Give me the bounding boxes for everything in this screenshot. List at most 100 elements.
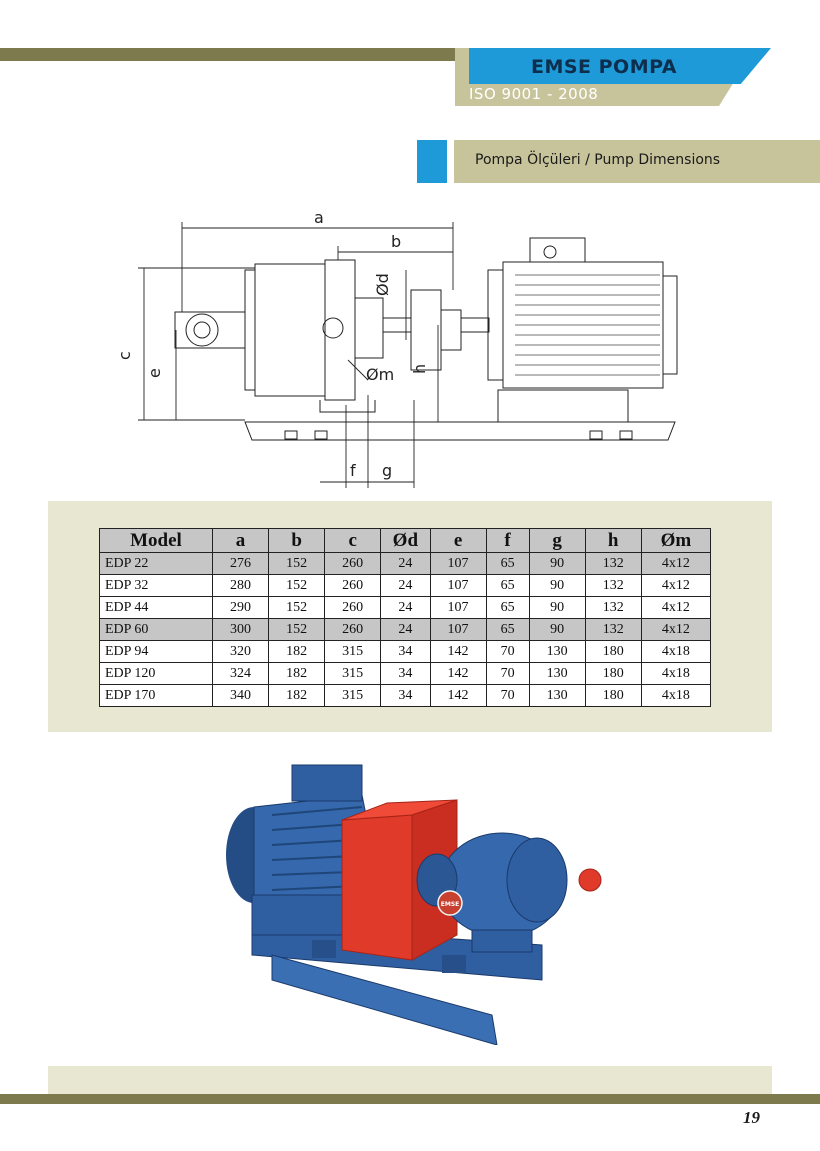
photo-logo-badge — [437, 890, 463, 916]
cell-b: 182 — [268, 684, 326, 707]
cell-m: 4x18 — [640, 662, 712, 685]
cell-d: 34 — [380, 662, 431, 685]
header-c: c — [324, 528, 382, 553]
cell-e: 142 — [429, 640, 487, 663]
header-h: h — [584, 528, 642, 553]
header-g: g — [528, 528, 586, 553]
table-row: EDP 60 300 152 260 24 107 65 90 132 4x12 — [99, 618, 712, 641]
cell-c: 315 — [324, 662, 382, 685]
cell-c: 315 — [324, 640, 382, 663]
photo-terminal-box — [291, 764, 363, 802]
cell-e: 107 — [429, 574, 487, 597]
header-model: Model — [99, 528, 213, 553]
iso-label: ISO 9001 - 2008 — [469, 85, 599, 103]
header-d: Ød — [380, 528, 431, 553]
cell-h: 132 — [584, 596, 642, 619]
photo-logo-text: EMSE — [441, 901, 460, 908]
motor-stand — [497, 389, 629, 423]
cell-b: 152 — [268, 618, 326, 641]
table-row: EDP 120 324 182 315 34 142 70 130 180 4x… — [99, 662, 712, 685]
cell-c: 260 — [324, 552, 382, 575]
dim-g-label: g — [382, 461, 392, 480]
cell-f: 65 — [485, 596, 530, 619]
photo-red-cap — [578, 868, 602, 892]
coupling-shaft — [460, 317, 490, 333]
dim-m-label: Øm — [366, 365, 394, 384]
cell-model: EDP 94 — [99, 640, 213, 663]
cell-b: 182 — [268, 640, 326, 663]
motor-eyebolt — [543, 245, 557, 259]
relief-eye-inner — [193, 321, 211, 339]
cell-f: 70 — [485, 640, 530, 663]
motor-end-flange — [487, 269, 504, 381]
cell-g: 90 — [528, 552, 586, 575]
table-row: EDP 44 290 152 260 24 107 65 90 132 4x12 — [99, 596, 712, 619]
dim-d-label: Ød — [373, 273, 392, 296]
cell-model: EDP 32 — [99, 574, 213, 597]
dim-h-label: h — [410, 364, 429, 374]
header-b: b — [268, 528, 326, 553]
photo-pump-cover — [506, 837, 568, 923]
cell-g: 90 — [528, 574, 586, 597]
cell-f: 65 — [485, 618, 530, 641]
coupling-left — [410, 289, 442, 371]
cell-g: 130 — [528, 662, 586, 685]
cell-m: 4x18 — [640, 640, 712, 663]
base-foot — [314, 430, 328, 440]
dim-m-leader — [347, 359, 369, 381]
cell-d: 24 — [380, 552, 431, 575]
cell-model: EDP 60 — [99, 618, 213, 641]
cell-c: 315 — [324, 684, 382, 707]
cell-g: 90 — [528, 596, 586, 619]
header-m: Øm — [640, 528, 712, 553]
photo-pump-foot — [471, 929, 533, 953]
motor-fan-cover — [662, 275, 678, 375]
cell-model: EDP 22 — [99, 552, 213, 575]
table-header-row: Model a b c Ød e f g h Øm — [99, 528, 712, 553]
cell-e: 107 — [429, 618, 487, 641]
cell-c: 260 — [324, 574, 382, 597]
cell-a: 280 — [211, 574, 270, 597]
base-foot — [284, 430, 298, 440]
pump-port — [322, 317, 344, 339]
cell-h: 180 — [584, 640, 642, 663]
header-a: a — [211, 528, 270, 553]
cell-c: 260 — [324, 618, 382, 641]
cell-m: 4x12 — [640, 596, 712, 619]
cell-g: 130 — [528, 684, 586, 707]
table-row: EDP 22 276 152 260 24 107 65 90 132 4x12 — [99, 552, 712, 575]
dim-f-label: f — [350, 461, 356, 480]
cell-e: 107 — [429, 552, 487, 575]
cell-a: 276 — [211, 552, 270, 575]
cell-d: 24 — [380, 574, 431, 597]
cell-e: 142 — [429, 684, 487, 707]
cell-a: 320 — [211, 640, 270, 663]
cell-model: EDP 120 — [99, 662, 213, 685]
header-e: e — [429, 528, 487, 553]
cell-b: 152 — [268, 596, 326, 619]
base-plate — [244, 421, 676, 441]
photo-base-leg — [312, 940, 336, 958]
dim-c-label: c — [120, 351, 134, 360]
cell-b: 152 — [268, 574, 326, 597]
cell-h: 132 — [584, 552, 642, 575]
cell-b: 152 — [268, 552, 326, 575]
base-foot — [589, 430, 603, 440]
motor-terminal-box — [529, 237, 586, 263]
cell-c: 260 — [324, 596, 382, 619]
section-title: Pompa Ölçüleri / Pump Dimensions — [475, 152, 721, 168]
cell-g: 130 — [528, 640, 586, 663]
cell-b: 182 — [268, 662, 326, 685]
cell-a: 340 — [211, 684, 270, 707]
footer-band — [0, 1094, 820, 1104]
cell-g: 90 — [528, 618, 586, 641]
dimension-table: Model a b c Ød e f g h Øm EDP 22 276 152… — [99, 528, 712, 707]
table-row: EDP 94 320 182 315 34 142 70 130 180 4x1… — [99, 640, 712, 663]
relief-eye — [185, 313, 219, 347]
pump-casing — [254, 263, 326, 397]
cell-m: 4x12 — [640, 618, 712, 641]
cell-a: 300 — [211, 618, 270, 641]
cell-e: 107 — [429, 596, 487, 619]
page-number: 19 — [743, 1108, 760, 1127]
cell-m: 4x18 — [640, 684, 712, 707]
